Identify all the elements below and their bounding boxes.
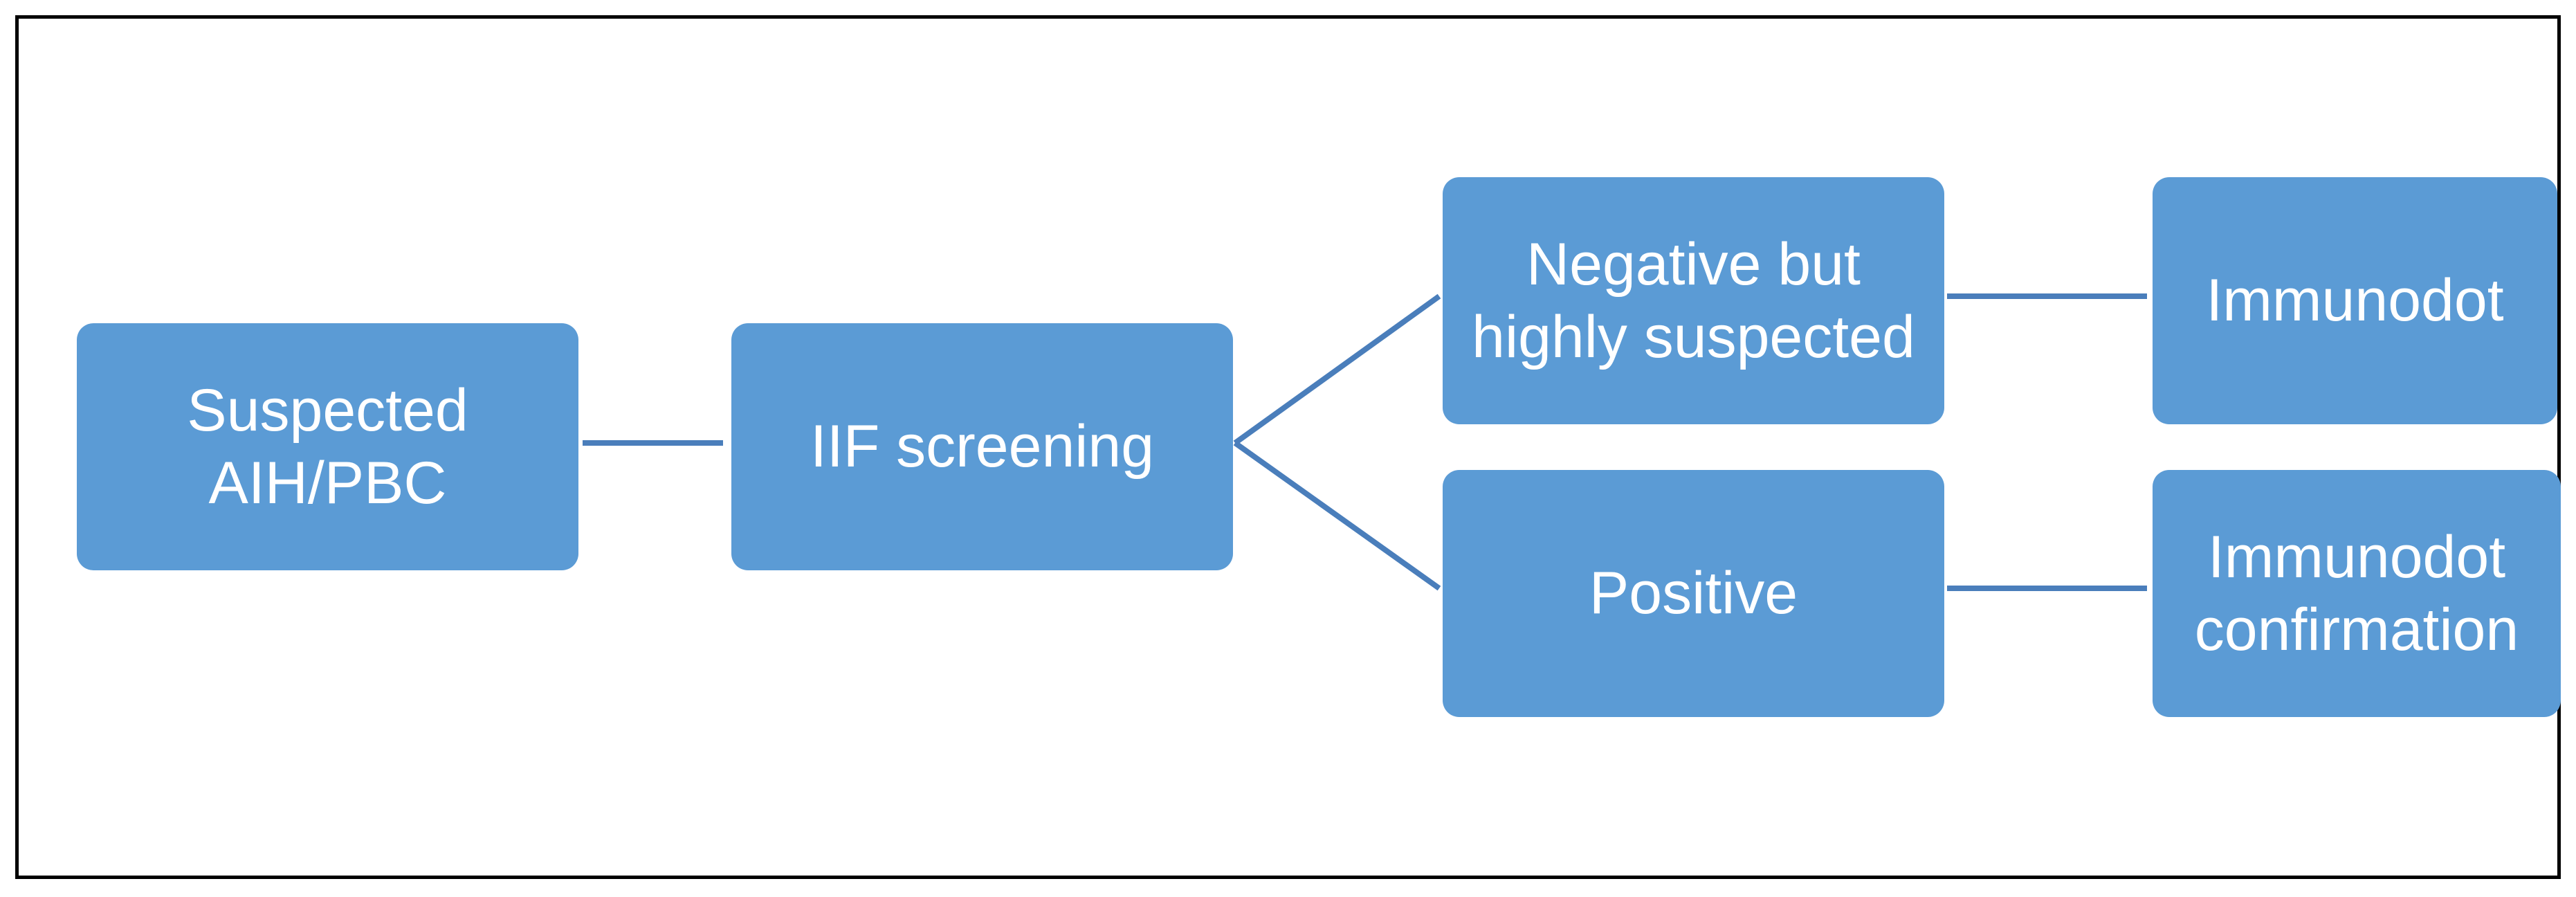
node-positive-label: Positive <box>1589 560 1798 627</box>
edge-iif-to-positive <box>1233 440 1441 591</box>
node-negative-label: Negative but highly suspected <box>1472 230 1915 370</box>
node-negative-highly-suspected: Negative but highly suspected <box>1443 177 1944 424</box>
diagram-frame <box>15 15 2561 879</box>
node-iif-label: IIF screening <box>810 413 1155 480</box>
node-positive: Positive <box>1443 470 1944 717</box>
node-immunodot: Immunodot <box>2153 177 2557 424</box>
edge-iif-to-negative <box>1233 293 1441 446</box>
node-immunodot-confirmation: Immunodot confirmation <box>2153 470 2561 717</box>
node-confirmation-label: Immunodot confirmation <box>2194 523 2519 663</box>
node-immunodot-label: Immunodot <box>2206 267 2504 334</box>
node-suspected-label: Suspected AIH/PBC <box>187 377 468 516</box>
node-suspected-aih-pbc: Suspected AIH/PBC <box>77 323 578 570</box>
node-iif-screening: IIF screening <box>731 323 1233 570</box>
